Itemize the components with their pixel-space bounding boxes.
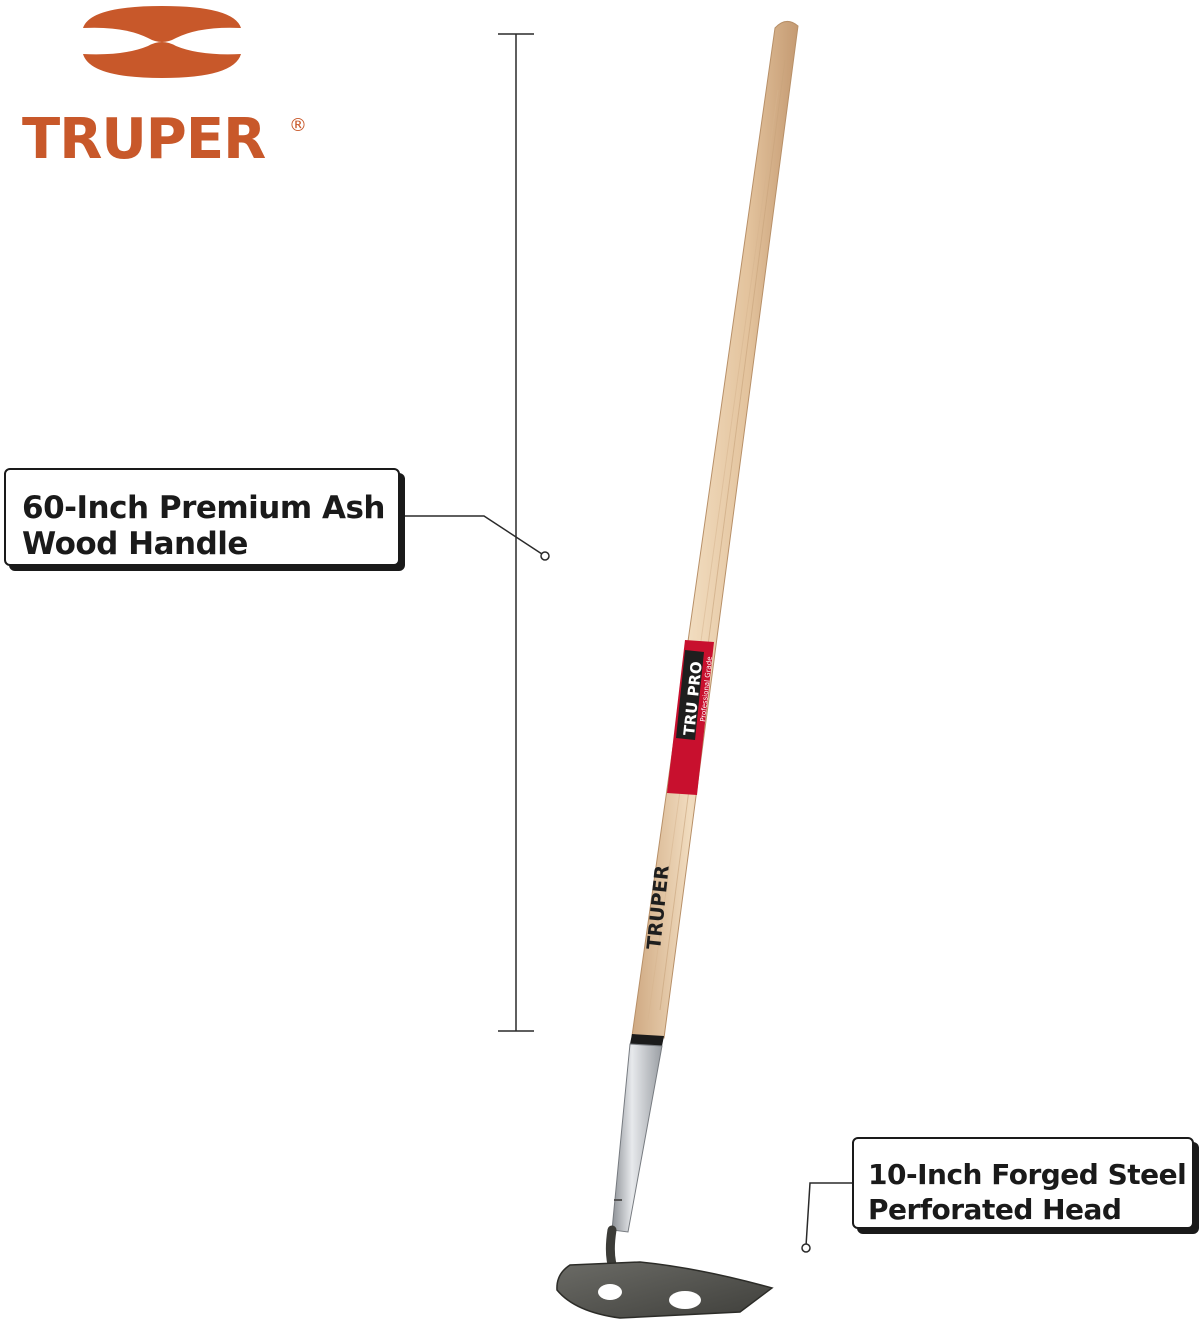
handle-sleeve-label: TRU PRO Professional Grade	[667, 640, 714, 795]
handle-callout-leader	[400, 515, 550, 561]
callout-head-spec: 10-Inch Forged Steel Perforated Head	[852, 1137, 1194, 1229]
head-spec-line-1: 10-Inch Forged Steel	[868, 1158, 1187, 1191]
handle-spec-line-2: Wood Handle	[22, 526, 248, 562]
brand-name: TRUPER	[22, 107, 265, 172]
head-perforation-left	[598, 1284, 622, 1300]
callout-handle-spec: 60-Inch Premium Ash Wood Handle	[4, 468, 400, 566]
steel-ferrule	[611, 1034, 664, 1233]
handle-dimension-line	[498, 33, 534, 1032]
head-perforation-right	[669, 1291, 701, 1309]
brand-logo: TRUPER ®	[22, 6, 307, 172]
head-spec-line-2: Perforated Head	[868, 1193, 1122, 1226]
head-callout-leader	[801, 1182, 852, 1253]
handle-spec-line-1: 60-Inch Premium Ash	[22, 490, 385, 526]
registered-mark: ®	[289, 115, 307, 136]
logo-mark-bottom	[83, 42, 241, 78]
perforated-hoe-head	[556, 1225, 774, 1319]
logo-mark-top	[83, 6, 241, 42]
